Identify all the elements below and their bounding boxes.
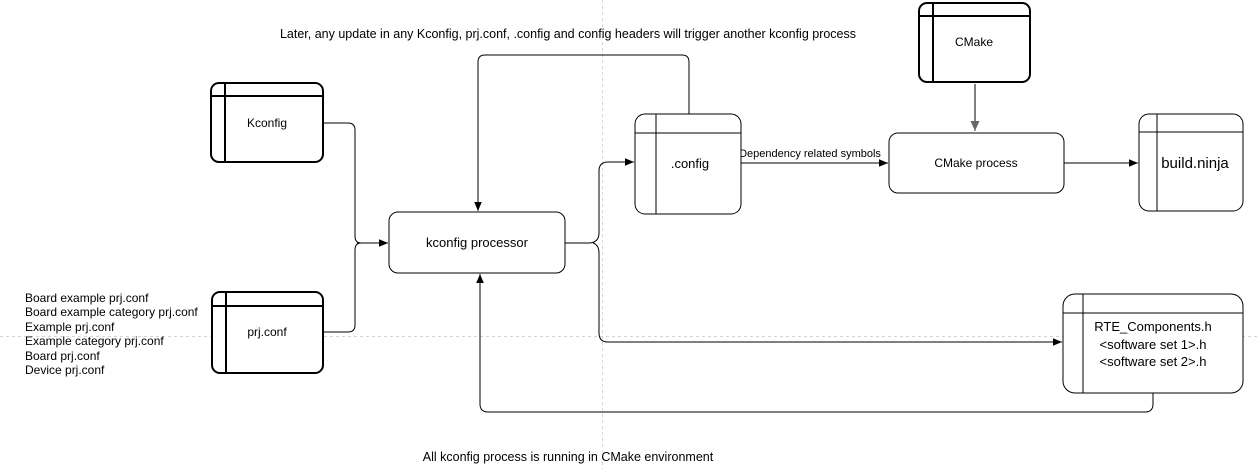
node-rte-line-3: <software set 2>.h xyxy=(1100,354,1207,369)
edge-rte-feedback-to-processor[interactable] xyxy=(476,274,1154,413)
edge-kconfig-to-processor[interactable] xyxy=(323,122,362,244)
edges: Dependency related symbols xyxy=(323,54,1154,413)
node-rte-line-2: <software set 1>.h xyxy=(1100,337,1207,352)
edge-processor-to-config[interactable] xyxy=(565,158,634,244)
edge-processor-to-rte[interactable] xyxy=(592,242,1062,346)
list-item: Device prj.conf xyxy=(25,363,105,377)
node-cmake-process-label: CMake process xyxy=(934,156,1017,170)
edge-prjconf-to-processor[interactable] xyxy=(323,242,362,333)
edge-config-update-loop-to-processor[interactable] xyxy=(474,54,690,211)
node-prj-conf-label: prj.conf xyxy=(247,325,287,339)
edge-label-dependency-symbols[interactable]: Dependency related symbols xyxy=(739,148,881,160)
list-item: Example prj.conf xyxy=(25,320,115,334)
node-config[interactable]: .config xyxy=(634,113,742,215)
list-item: Board example prj.conf xyxy=(25,291,149,305)
list-item: Board example category prj.conf xyxy=(25,305,198,319)
node-kconfig-processor-label: kconfig processor xyxy=(426,235,529,250)
node-kconfig-processor[interactable]: kconfig processor xyxy=(388,211,566,274)
prj-conf-source-list[interactable]: Board example prj.conf Board example cat… xyxy=(25,291,198,377)
node-rte-components[interactable]: RTE_Components.h <software set 1>.h <sof… xyxy=(1062,293,1244,394)
node-kconfig-label: Kconfig xyxy=(247,116,287,130)
list-item: Board prj.conf xyxy=(25,349,100,363)
node-cmake-process[interactable]: CMake process xyxy=(888,132,1065,194)
annotation-top[interactable]: Later, any update in any Kconfig, prj.co… xyxy=(280,27,856,41)
node-rte-line-1: RTE_Components.h xyxy=(1094,319,1212,334)
annotation-bottom[interactable]: All kconfig process is running in CMake … xyxy=(423,450,714,464)
node-kconfig[interactable]: Kconfig xyxy=(210,82,324,163)
node-prj-conf[interactable]: prj.conf xyxy=(211,291,324,374)
node-cmake[interactable]: CMake xyxy=(918,2,1031,83)
list-item: Example category prj.conf xyxy=(25,334,164,348)
node-cmake-label: CMake xyxy=(955,35,993,49)
node-build-ninja-label: build.ninja xyxy=(1161,155,1229,172)
node-build-ninja[interactable]: build.ninja xyxy=(1138,113,1244,212)
node-config-label: .config xyxy=(671,156,709,171)
